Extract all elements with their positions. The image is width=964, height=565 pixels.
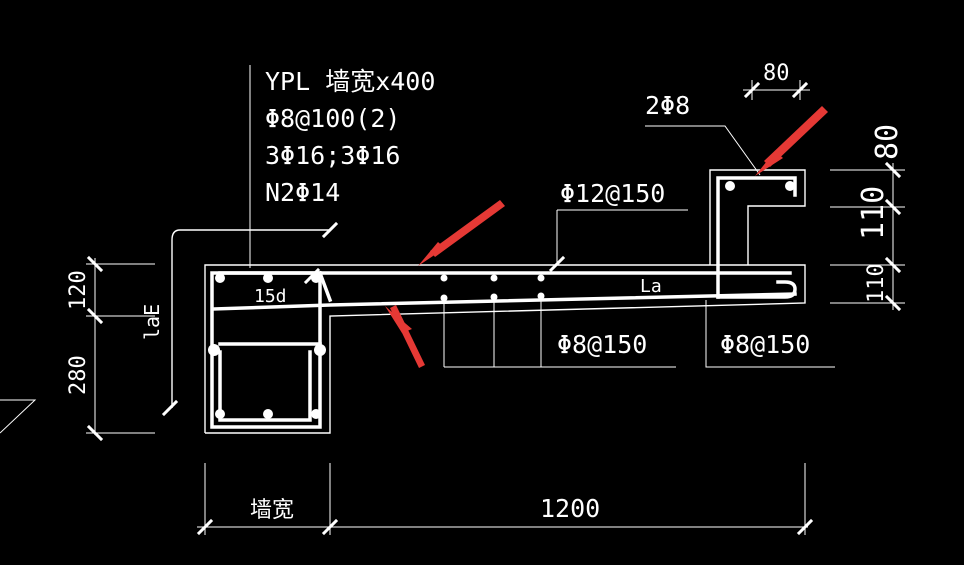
tick: [791, 81, 809, 99]
arrow-icon: [385, 305, 425, 368]
top-bar-label: 2Φ8: [645, 91, 690, 120]
tick: [321, 518, 339, 536]
dim-bottom-wall-label: 墙宽: [250, 498, 294, 523]
dist-right-label: Φ8@150: [720, 330, 810, 359]
tick: [548, 255, 566, 273]
rebar: [210, 176, 797, 429]
anchor-la-label: La: [640, 276, 662, 297]
arrow-icon: [418, 200, 505, 266]
tick: [884, 294, 902, 312]
bar-dot: [440, 274, 448, 282]
tick: [196, 518, 214, 536]
slab-end-hook: [716, 280, 797, 299]
slab-outline: [204, 264, 806, 434]
tick: [86, 307, 104, 325]
bar-dot: [785, 181, 795, 191]
curb-bar: [716, 176, 797, 299]
tick: [884, 256, 902, 274]
bar-dot: [208, 344, 220, 356]
structure-outlines: [171, 169, 806, 434]
leaders: [249, 65, 835, 368]
bar-dot: [215, 409, 225, 419]
wall-label: YPL 墙宽x400: [265, 67, 435, 96]
wall-stirrup-lower: [218, 350, 312, 422]
slab-bottom-bar: [212, 292, 797, 311]
dimensions: [0, 80, 905, 535]
tick: [321, 221, 339, 239]
dim-left-lower-label: 280: [66, 355, 91, 395]
bar-dot: [314, 344, 326, 356]
bar-dot: [311, 409, 321, 419]
curb-outline: [709, 169, 806, 265]
tick: [161, 399, 179, 417]
anchor-15d-label: 15d: [254, 286, 287, 307]
bar-dot: [537, 274, 545, 282]
dist-right-leader: [705, 300, 835, 368]
main-bars-label: 3Φ16;3Φ16: [265, 141, 400, 170]
anchor-lae-label: laE: [140, 304, 164, 340]
dim-right-top-label: 80: [870, 124, 905, 160]
tick: [303, 267, 321, 285]
dim-right-mid-label: 110: [856, 186, 891, 240]
tick: [884, 198, 902, 216]
bar-dot: [725, 181, 735, 191]
tick: [796, 518, 814, 536]
left-edge-mark: [0, 399, 37, 434]
tick: [743, 81, 761, 99]
bar-dot: [263, 409, 273, 419]
dim-right-bottom-label: 110: [864, 263, 889, 303]
top-bar-leader: [645, 125, 761, 176]
dim-top-label: 80: [763, 61, 790, 86]
stirrup-label: Φ8@100(2): [265, 104, 400, 133]
tick: [884, 161, 902, 179]
dist-left-label: Φ8@150: [557, 330, 647, 359]
lae-bracket: [171, 229, 181, 408]
tick: [86, 255, 104, 273]
slab-top-rebar-label: Φ12@150: [560, 179, 665, 208]
labels: YPL 墙宽x400 Φ8@100(2) 3Φ16;3Φ16 N2Φ14 2Φ8…: [66, 61, 905, 523]
bar-dot: [490, 274, 498, 282]
arrow-icon: [755, 106, 828, 176]
tick: [86, 424, 104, 442]
dim-ticks: [86, 81, 902, 536]
rebar-dots: [208, 181, 795, 419]
dim-left-upper-label: 120: [66, 270, 91, 310]
dim-bottom-slab-label: 1200: [540, 494, 600, 523]
wall-diag-bar: [317, 270, 333, 303]
pointer-arrows: [385, 106, 828, 368]
side-bars-label: N2Φ14: [265, 178, 340, 207]
bar-dot: [263, 273, 273, 283]
bar-dot: [215, 273, 225, 283]
